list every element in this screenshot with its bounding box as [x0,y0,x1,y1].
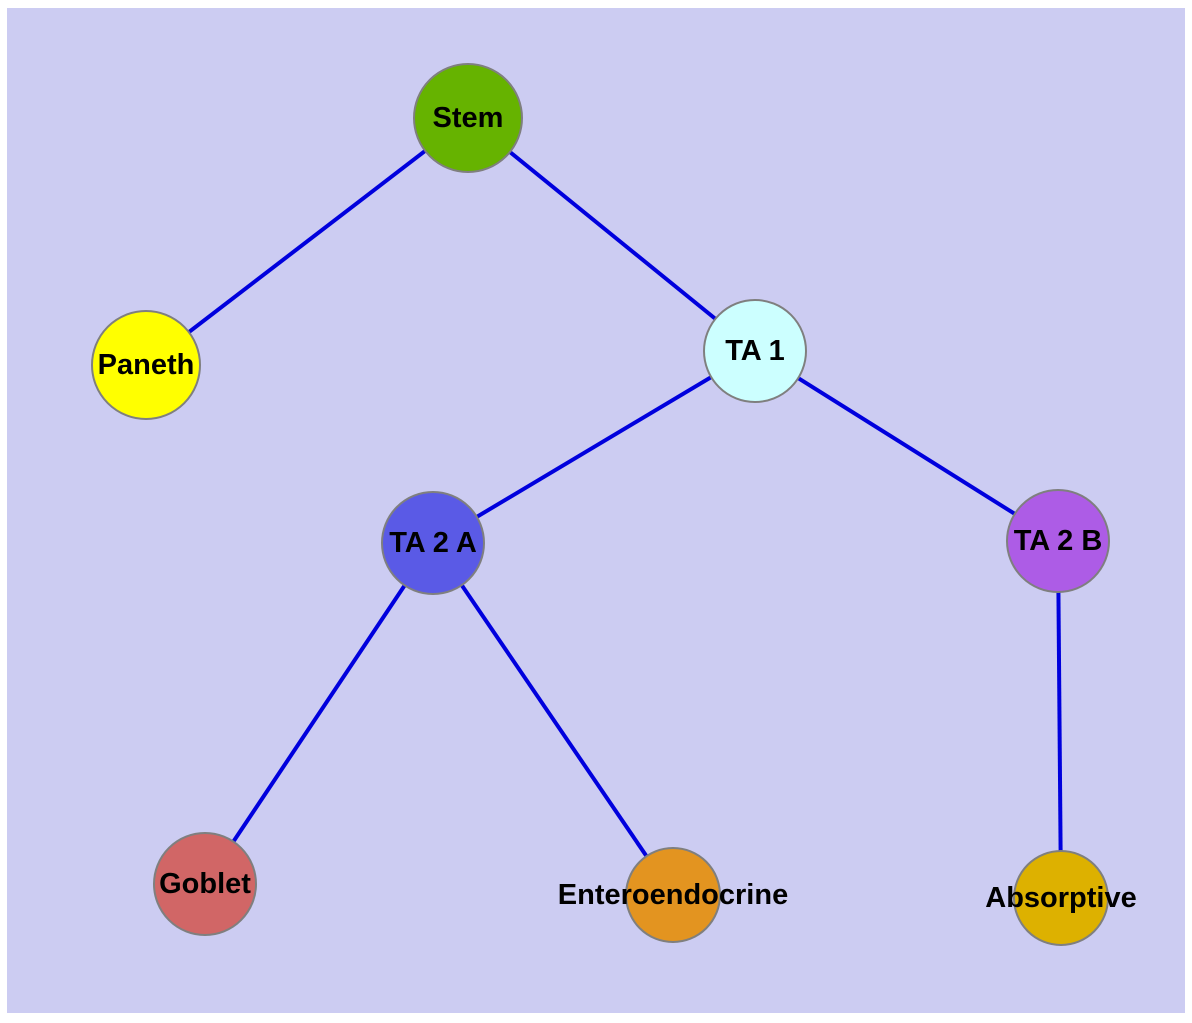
node-label-goblet: Goblet [159,867,251,900]
node-absorptive[interactable]: Absorptive [985,850,1137,946]
node-label-ta2a: TA 2 A [389,526,477,559]
node-label-stem: Stem [432,101,504,134]
node-enteroendocrine[interactable]: Enteroendocrine [558,847,788,943]
edge-ta1-ta2a [431,349,757,545]
edge-stem-paneth [144,116,470,367]
node-label-ta1: TA 1 [725,334,785,367]
edge-layer [144,116,1063,899]
node-ta1[interactable]: TA 1 [703,299,807,403]
node-stem[interactable]: Stem [413,63,523,173]
node-label-ta2b: TA 2 B [1013,524,1103,557]
node-ta2a[interactable]: TA 2 A [381,491,485,595]
edge-stem-ta1 [466,116,757,353]
edge-ta1-ta2b [753,349,1060,543]
node-paneth[interactable]: Paneth [91,310,201,420]
edge-ta2b-absorptive [1056,540,1063,899]
node-label-paneth: Paneth [97,348,195,381]
edge-ta2a-enteroendocrine [431,541,675,897]
node-ta2b[interactable]: TA 2 B [1006,489,1110,593]
edge-ta2a-goblet [203,541,435,886]
node-goblet[interactable]: Goblet [153,832,257,936]
